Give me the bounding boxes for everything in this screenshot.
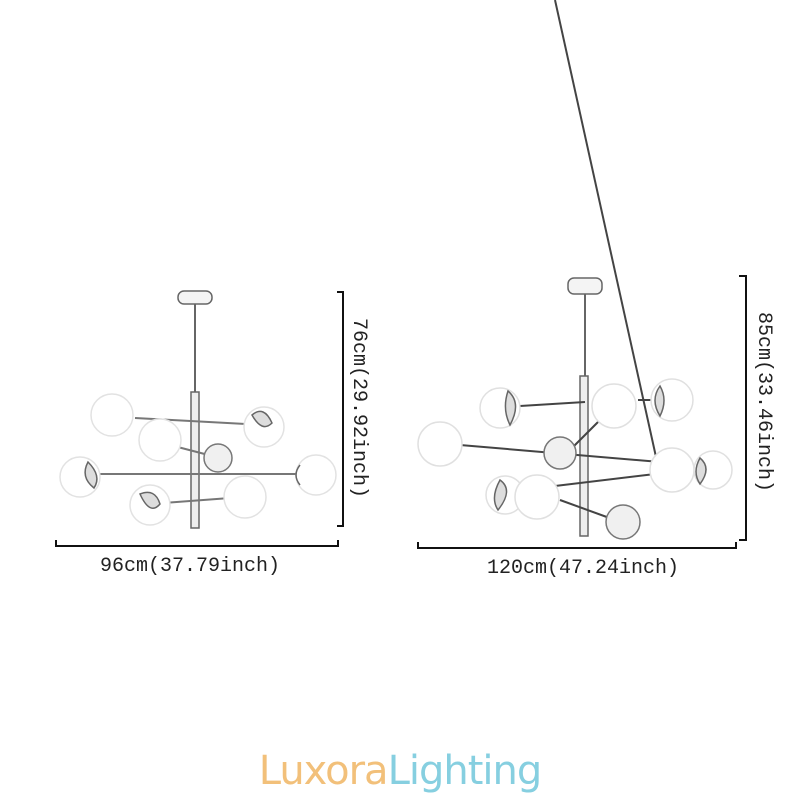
- right-chandelier-panel: 85cm(33.46inch) 120cm(47.24inch): [417, 0, 775, 580]
- brand-logo: LuxoraLighting: [0, 748, 800, 794]
- brand-logo-part2: Lighting: [387, 748, 543, 794]
- right-height-label: 85cm(33.46inch): [752, 312, 775, 493]
- left-chandelier-panel: 76cm(29.92inch) 96cm(37.79inch): [0, 0, 400, 600]
- left-width-label: 96cm(37.79inch): [100, 555, 281, 578]
- right-width-label: 120cm(47.24inch): [487, 557, 680, 580]
- right-chandelier-drawing: [417, 0, 747, 549]
- brand-logo-part1: Luxora: [258, 748, 389, 794]
- left-chandelier-drawing: [55, 290, 344, 547]
